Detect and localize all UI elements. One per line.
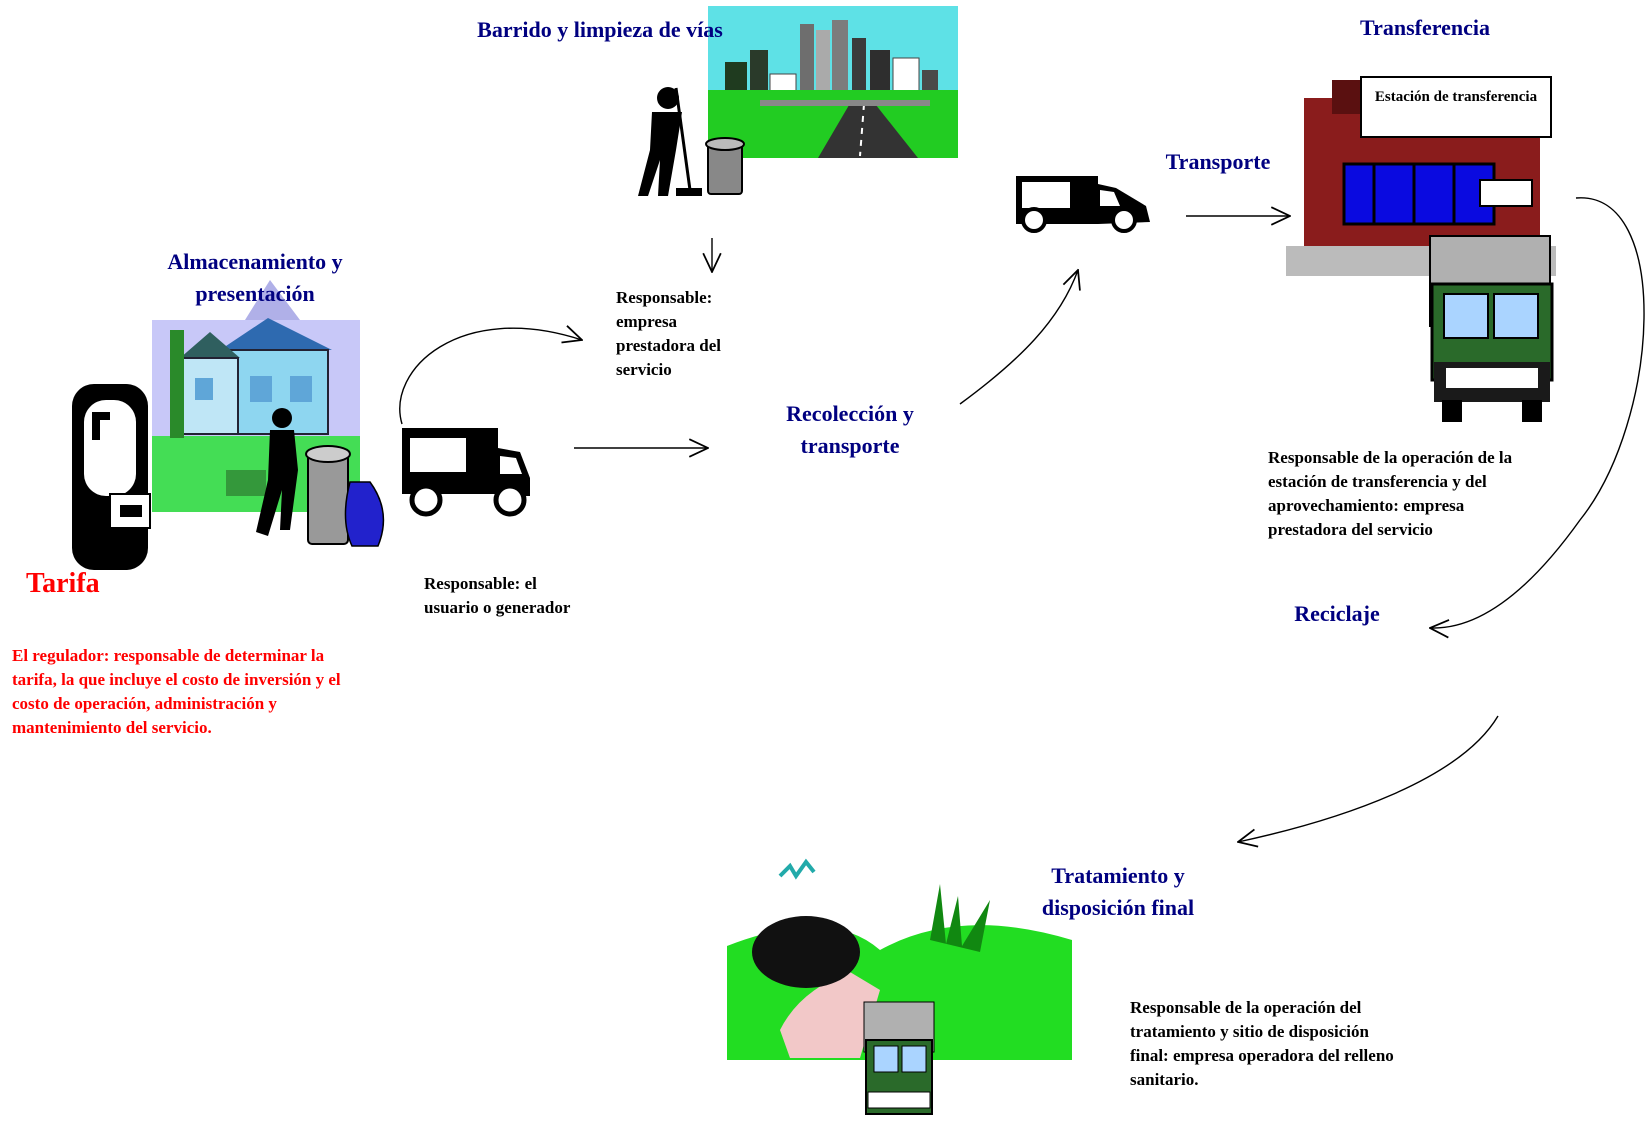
stage-almacenamiento-title: Almacenamiento y presentación (167, 249, 343, 306)
tarifa-title: Tarifa (26, 568, 100, 599)
stage-transferencia-title: Transferencia (1360, 15, 1490, 40)
arrow-to-disposal (1238, 715, 1499, 842)
stage-transporte-title: Transporte (1165, 149, 1271, 174)
tarifa-text: El regulador: responsable de determinar … (12, 646, 341, 737)
garbage-truck-image (1429, 235, 1554, 422)
resp-disposicion: Responsable de la operación del tratamie… (1130, 998, 1394, 1089)
stage-recoleccion-title: Recolección y transporte (786, 401, 914, 458)
station-sign: Estación de transferencia (1360, 76, 1552, 138)
houses-image (152, 280, 360, 512)
landfill-image (727, 858, 1072, 1115)
stage-barrido-title: Barrido y limpieza de vías (477, 17, 723, 42)
transport-van-image (1016, 176, 1150, 233)
street-sweeper-image (638, 87, 745, 196)
arrow-to-recycling (1430, 197, 1645, 628)
arrow-to-sweeping (399, 328, 582, 425)
resp-barrido: Responsable: empresa prestadora del serv… (616, 288, 721, 379)
arrow-to-transport (959, 270, 1078, 405)
city-street-image (708, 6, 958, 158)
collection-van-image (402, 428, 530, 517)
resp-transferencia: Responsable de la operación de la estaci… (1268, 448, 1513, 539)
resp-usuario: Responsable: el usuario o generador (424, 574, 571, 617)
stage-reciclaje-title: Reciclaje (1294, 601, 1380, 626)
person-with-trash-image (256, 408, 385, 547)
stage-tratamiento-title: Tratamiento y disposición final (1041, 863, 1195, 920)
meter-image (72, 384, 151, 570)
